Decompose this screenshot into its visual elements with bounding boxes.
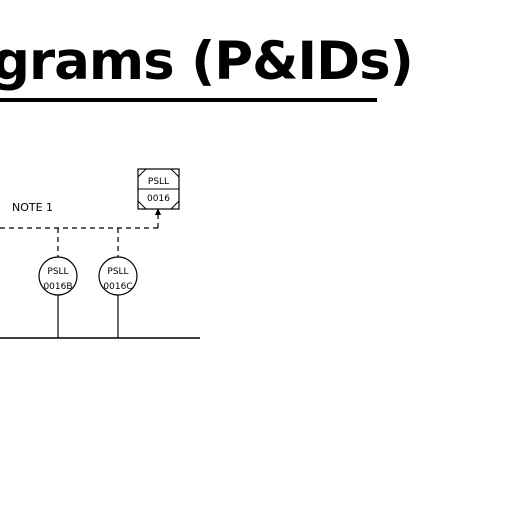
indicator-tag: PSLL — [148, 177, 169, 187]
corner-mark-br — [170, 200, 180, 210]
instrument-psll-0016c: PSLL 0016C — [98, 256, 138, 296]
title-underline — [0, 98, 377, 102]
instrument-number: 0016C — [103, 282, 132, 292]
signal-lines — [0, 214, 159, 258]
note-label: NOTE 1 — [12, 201, 53, 214]
instrument-psll-0016b: PSLL 0016B — [38, 256, 78, 296]
instrument-tag: PSLL — [47, 267, 68, 277]
signal-arrowhead — [155, 208, 161, 215]
instrument-bubble — [98, 256, 138, 296]
instrument-number: 0016B — [43, 282, 72, 292]
instrument-tag: PSLL — [107, 267, 128, 277]
indicator-number: 0016 — [147, 194, 170, 204]
slide-title: grams (P&IDs) — [0, 31, 414, 92]
indicator-psll-0016: PSLL 0016 — [137, 168, 180, 210]
corner-mark-tl — [137, 168, 147, 178]
instrument-bubble — [38, 256, 78, 296]
corner-mark-bl — [137, 200, 147, 210]
corner-mark-tr — [170, 168, 180, 178]
